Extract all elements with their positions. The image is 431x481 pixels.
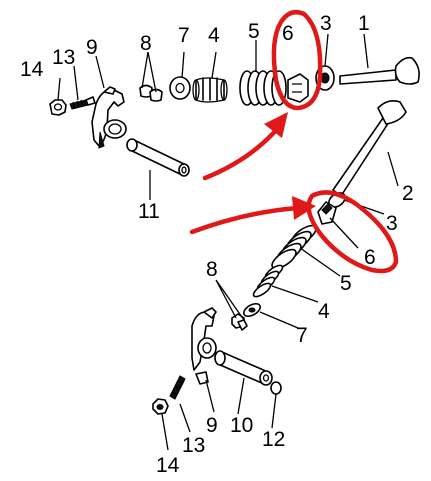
rocker-shaft-upper	[126, 138, 190, 177]
exhaust-valve	[332, 100, 407, 197]
label-5-upper: 5	[248, 20, 260, 43]
highlight-arrow-upper-shaft	[202, 125, 281, 181]
outer-spring-lower	[271, 224, 317, 270]
highlight-circle-upper	[271, 10, 323, 111]
label-7-upper: 7	[178, 24, 190, 47]
spring-seat-lower	[243, 302, 261, 318]
highlight-marks	[189, 10, 399, 274]
highlight-arrow-lower-shaft	[189, 205, 301, 235]
highlight-circle-lower	[306, 190, 399, 274]
rocker-arm-lower	[191, 307, 217, 385]
adjusting-screw-lower	[169, 375, 186, 400]
label-4-upper: 4	[208, 24, 220, 47]
valve-stem-seal-upper	[287, 73, 309, 103]
label-13-lower: 13	[182, 434, 205, 457]
label-3-lower: 3	[386, 212, 398, 235]
inner-spring-lower	[252, 264, 284, 298]
part-labels-lower: 3 6 5 4 7 8 9 10 12 13 14	[156, 212, 398, 477]
label-8-upper: 8	[140, 32, 152, 55]
label-14-lower: 14	[156, 454, 180, 477]
highlight-arrow-upper-head	[264, 112, 288, 138]
label-13-upper: 13	[52, 46, 75, 69]
label-11-upper: 11	[138, 200, 160, 223]
rocker-arm-upper	[91, 86, 127, 149]
inner-spring-upper	[192, 77, 228, 103]
adjusting-screw-upper	[69, 96, 96, 110]
highlight-arrow-lower-head	[292, 196, 316, 220]
nut-lower	[152, 398, 169, 415]
label-6-upper: 6	[282, 22, 294, 45]
label-1-upper: 1	[358, 12, 370, 35]
label-5-lower: 5	[340, 272, 352, 295]
label-6-lower: 6	[364, 246, 376, 269]
label-14-upper: 14	[20, 58, 44, 81]
label-9-upper: 9	[86, 36, 98, 59]
label-8-lower: 8	[206, 258, 218, 281]
intake-valve	[339, 56, 420, 85]
label-2-upper: 2	[402, 182, 414, 205]
label-3-upper: 3	[320, 12, 332, 35]
nut-upper	[49, 99, 67, 116]
valve-stem-seal-lower	[317, 201, 337, 225]
label-4-lower: 4	[318, 300, 330, 323]
label-7-lower: 7	[296, 324, 308, 347]
part-labels-upper: 14 13 9 8 7 4 5 6 3 1 11 2	[20, 12, 414, 223]
valve-keepers-lower	[231, 313, 248, 331]
o-ring	[270, 381, 282, 395]
label-10-lower: 10	[230, 414, 253, 437]
spring-seat-upper	[169, 76, 191, 100]
label-9-lower: 9	[206, 414, 218, 437]
rocker-shaft-lower	[214, 350, 273, 386]
valve-keepers-upper	[139, 84, 163, 102]
label-12-lower: 12	[262, 428, 285, 451]
